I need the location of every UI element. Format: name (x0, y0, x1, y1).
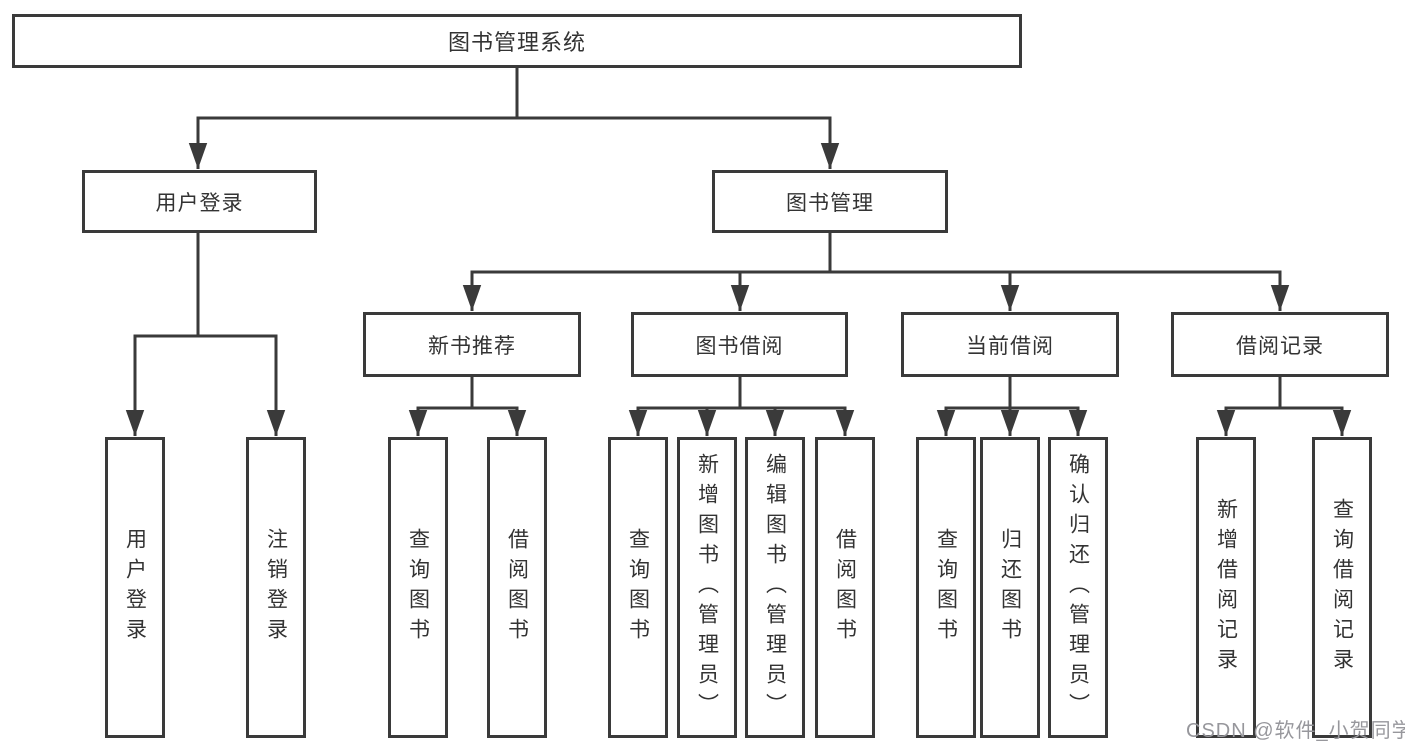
node-label: 编辑图书（管理员） (763, 452, 787, 723)
node-current-borrowing: 当前借阅 (901, 312, 1119, 377)
node-label: 借阅图书 (833, 527, 857, 648)
node-label: 当前借阅 (966, 334, 1054, 358)
node-book-borrowing: 图书借阅 (631, 312, 848, 377)
edge-book-management-children (462, 233, 1290, 311)
edge-root-to-level2 (188, 68, 840, 169)
node-label: 归还图书 (998, 527, 1022, 648)
edge-current-borrowing-children (936, 377, 1088, 436)
leaf-logout: 注销登录 (246, 437, 306, 738)
leaf-recommend-borrow-books: 借阅图书 (487, 437, 547, 738)
edge-new-book-recommend-children (408, 377, 527, 436)
edge-borrowing-records-children (1216, 377, 1352, 436)
node-label: 图书借阅 (695, 334, 784, 358)
leaf-user-login: 用户登录 (105, 437, 165, 738)
leaf-current-query-books: 查询图书 (916, 437, 976, 738)
node-label: 图书管理 (786, 191, 874, 215)
node-label: 用户登录 (155, 191, 244, 215)
leaf-borrow-edit-books-admin: 编辑图书（管理员） (745, 437, 805, 738)
leaf-records-add-record: 新增借阅记录 (1196, 437, 1256, 738)
node-label: 新增图书（管理员） (695, 452, 719, 723)
leaf-current-return-books: 归还图书 (980, 437, 1040, 738)
node-label: 查询借阅记录 (1330, 497, 1354, 678)
node-label: 查询图书 (934, 527, 958, 648)
edge-book-borrowing-children (628, 377, 855, 436)
leaf-recommend-query-books: 查询图书 (388, 437, 448, 738)
watermark-text: CSDN @软件_小贺同学 (1186, 720, 1405, 742)
node-label: 确认归还（管理员） (1066, 452, 1090, 723)
edge-user-login-children (125, 233, 286, 436)
node-label: 查询图书 (406, 527, 430, 648)
node-label: 新书推荐 (428, 334, 516, 358)
node-label: 图书管理系统 (447, 30, 586, 55)
node-label: 借阅图书 (505, 527, 529, 648)
leaf-borrow-query-books: 查询图书 (608, 437, 668, 738)
node-user-login: 用户登录 (82, 170, 317, 233)
node-library-system: 图书管理系统 (12, 14, 1022, 68)
node-borrowing-records: 借阅记录 (1171, 312, 1389, 377)
node-label: 借阅记录 (1236, 334, 1324, 358)
node-label: 查询图书 (626, 527, 650, 648)
node-label: 用户登录 (123, 527, 147, 648)
leaf-borrow-borrow-books: 借阅图书 (815, 437, 875, 738)
node-book-management: 图书管理 (712, 170, 948, 233)
node-new-book-recommend: 新书推荐 (363, 312, 581, 377)
node-label: 注销登录 (264, 527, 288, 648)
leaf-borrow-add-books-admin: 新增图书（管理员） (677, 437, 737, 738)
leaf-current-confirm-return-admin: 确认归还（管理员） (1048, 437, 1108, 738)
leaf-records-query-record: 查询借阅记录 (1312, 437, 1372, 738)
node-label: 新增借阅记录 (1214, 497, 1238, 678)
